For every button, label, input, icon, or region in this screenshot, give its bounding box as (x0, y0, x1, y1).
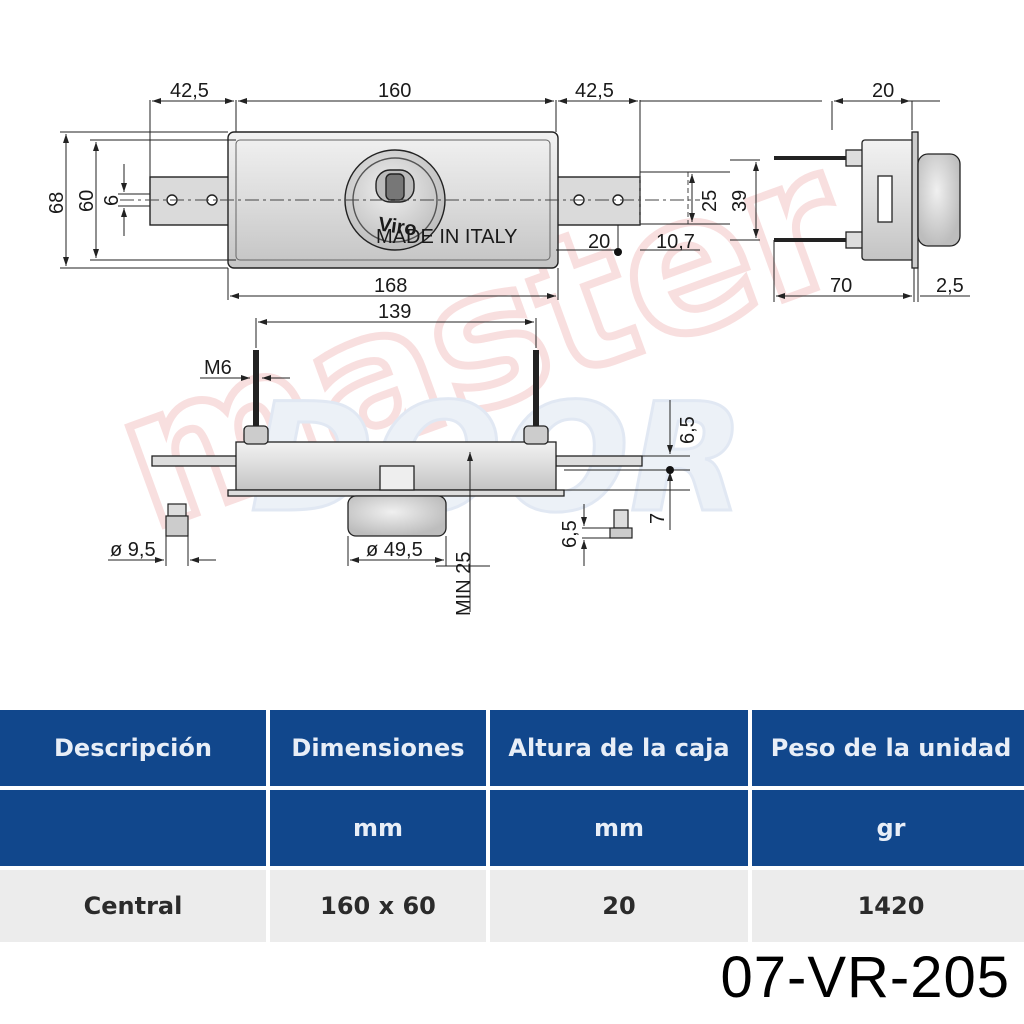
dim-6: 6 (101, 195, 123, 206)
brand-label: Viro (377, 213, 418, 240)
dim-68: 68 (46, 192, 68, 214)
header-altura: Altura de la caja (490, 710, 748, 786)
cell-peso: 1420 (752, 870, 1024, 942)
pin-detail-left (108, 503, 216, 566)
dim-dia-49-5: ø 49,5 (366, 539, 423, 561)
dim-min-25: MIN 25 (453, 552, 475, 616)
right-mounting-tab (555, 176, 641, 226)
dim-m6: M6 (204, 357, 232, 379)
header-peso: Peso de la unidad (752, 710, 1024, 786)
unit-descripcion (0, 790, 266, 866)
dim-10-7: 10,7 (656, 231, 695, 253)
unit-altura: mm (490, 790, 748, 866)
product-code: 07-VR-205 (720, 945, 1010, 1010)
table-header-row: Descripción Dimensiones Altura de la caj… (0, 710, 1024, 786)
unit-dimensiones: mm (270, 790, 486, 866)
cell-descripcion: Central (0, 870, 266, 942)
dim-20-depth: 20 (872, 80, 894, 102)
header-dimensiones: Dimensiones (270, 710, 486, 786)
table-row: Central 160 x 60 20 1420 (0, 870, 1024, 942)
dim-160: 160 (378, 80, 411, 102)
left-mounting-tab (149, 176, 231, 226)
dim-39: 39 (729, 190, 751, 212)
dim-168: 168 (374, 275, 407, 297)
dim-dia-9-5: ø 9,5 (110, 539, 156, 561)
dim-139: 139 (378, 301, 411, 323)
unit-peso: gr (752, 790, 1024, 866)
front-cylinder (347, 495, 447, 537)
cell-altura: 20 (490, 870, 748, 942)
dim-60: 60 (76, 190, 98, 212)
top-view (120, 131, 700, 269)
dim-6-5-pin: 6,5 (559, 520, 581, 548)
dim-6-5-front: 6,5 (677, 416, 699, 444)
dim-70: 70 (830, 275, 852, 297)
dim-7: 7 (647, 513, 669, 524)
side-view (773, 98, 970, 302)
dim-25: 25 (699, 190, 721, 212)
dim-42-5-left: 42,5 (170, 80, 209, 102)
spec-table: Descripción Dimensiones Altura de la caj… (0, 706, 1024, 946)
dim-42-5-right: 42,5 (575, 80, 614, 102)
dim-2-5: 2,5 (936, 275, 964, 297)
dim-20-offset: 20 (588, 231, 610, 253)
header-descripcion: Descripción (0, 710, 266, 786)
technical-drawing: master DOOR Viro MADE IN ITALY (46, 80, 970, 616)
side-cylinder (917, 153, 961, 247)
cell-dimensiones: 160 x 60 (270, 870, 486, 942)
made-in-label: MADE IN ITALY (376, 226, 518, 248)
pin-detail-right (581, 504, 633, 566)
table-units-row: mm mm gr (0, 790, 1024, 866)
